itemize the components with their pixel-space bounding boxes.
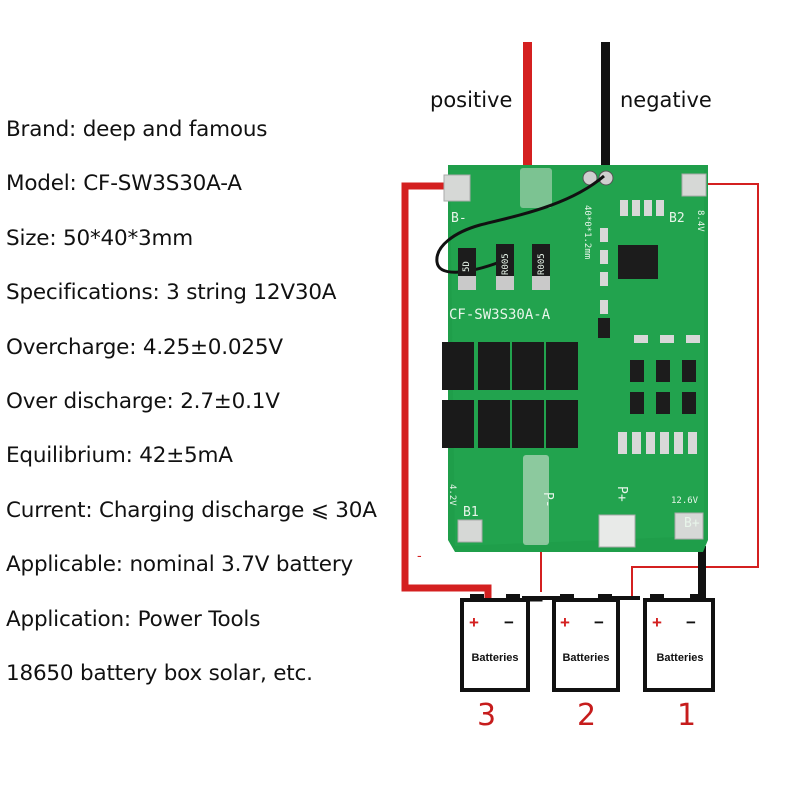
pad-b-plus [674,512,704,540]
cell-number-2: 2 [577,698,597,733]
battery-1-label: Batteries [656,652,703,664]
spec-size: Size: 50*40*3mm [6,225,193,251]
battery-3-plus: + [469,613,479,632]
pad-p-plus [598,514,636,548]
b2-sense-wire [631,183,759,600]
spec-model: Model: CF-SW3S30A-A [6,171,242,197]
label-4-2v: 4.2V [447,484,457,506]
pad-p-minus [523,455,549,545]
spec-specifications: Specifications: 3 string 12V30A [6,280,337,306]
label-p-minus: P- [540,492,555,508]
label-8-4v: 8.4V [695,210,705,232]
positive-wire-label: positive [430,88,513,112]
resistor-code-1: 5D [462,261,472,272]
positive-output-wire [523,42,532,172]
spec-applicable: Applicable: nominal 3.7V battery [6,552,353,578]
spec-list: Brand: deep and famous Model: CF-SW3S30A… [6,112,401,710]
pad-b2 [681,173,707,197]
pad-b1 [457,519,483,543]
spec-application: Application: Power Tools [6,606,261,632]
protection-ic [618,245,658,279]
battery-1-plus: + [652,613,662,632]
sense-transistors [598,318,696,414]
minus-sign: - [417,547,422,563]
battery-3: + − Batteries [460,594,530,692]
label-b2: B2 [669,211,685,226]
negative-wire-label: negative [620,88,712,112]
smd-passives [600,200,700,454]
battery-2-minus: − [594,613,604,632]
spec-overcharge: Overcharge: 4.25±0.025V [6,334,283,360]
label-p-plus: P+ [614,486,629,502]
battery-2-label: Batteries [562,652,609,664]
battery-3-minus: − [504,613,514,632]
mosfet-array [442,342,578,448]
resistor-code-2: R005 [501,253,511,275]
shunt-resistors: 5D R005 R005 [458,244,550,290]
battery-3-label: Batteries [471,652,518,664]
battery-2-plus: + [560,613,570,632]
b-minus-wire [401,182,492,600]
board-model-text: CF-SW3S30A-A [449,307,551,323]
cell-number-3: 3 [477,698,497,733]
thermistor-wire [435,174,605,274]
label-12-6v: 12.6V [671,496,699,506]
spec-uses: 18650 battery box solar, etc. [6,660,313,686]
battery-1-minus: − [686,613,696,632]
pad-b-minus [443,174,471,202]
spec-over-discharge: Over discharge: 2.7±0.1V [6,388,280,414]
spec-equilibrium: Equilibrium: 42±5mA [6,443,233,469]
spec-current: Current: Charging discharge ⩽ 30A [6,497,377,523]
spec-brand: Brand: deep and famous [6,117,268,142]
battery-1: + − Batteries [643,594,715,692]
label-b-minus: B- [451,211,467,226]
shunt-dimension-text: 40*0*1.2mm [582,205,592,259]
battery-2: + − Batteries [552,594,620,692]
negative-output-wire [601,42,610,176]
label-b1: B1 [463,505,479,520]
label-b-plus: B+ [684,516,700,531]
cell-number-1: 1 [677,698,697,733]
resistor-code-3: R005 [537,253,547,275]
